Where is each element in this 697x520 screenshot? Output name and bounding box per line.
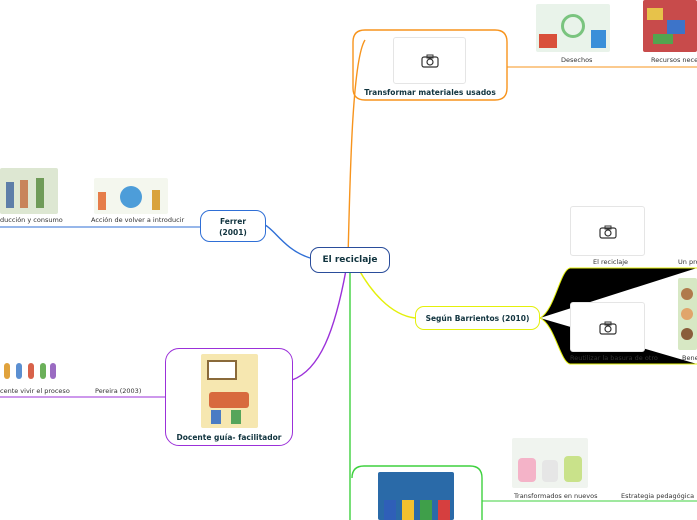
sub-reutilizar: Reutilizar la basura de otro [570, 354, 658, 362]
image-placeholder[interactable] [570, 206, 645, 256]
central-topic[interactable]: El reciclaje [310, 247, 390, 273]
sub-desechos: Desechos [561, 56, 593, 64]
central-topic-label: El reciclaje [322, 255, 378, 265]
bunny-planters-image [512, 438, 588, 488]
camera-icon [421, 54, 439, 68]
camera-icon [599, 225, 617, 239]
sub-docente-vivir: cente vivir el proceso [0, 387, 70, 395]
sub-accion: Acción de volver a introducir [91, 216, 185, 224]
sub-produccion: ducción y consumo [0, 216, 63, 224]
branch-barrientos[interactable]: Según Barrientos (2010) [415, 306, 540, 330]
sub-el-reciclaje: El reciclaje [593, 258, 629, 266]
consumption-image [0, 168, 58, 214]
earth-people-image [94, 178, 168, 214]
branch-title-transformar[interactable]: Transformar materiales usados [364, 88, 496, 97]
barrientos-title: Según Barrientos (2010) [425, 314, 530, 323]
ferrer-title-line2: (2001) [219, 228, 247, 237]
sub-un-pro: Un pro [678, 258, 697, 266]
kids-line-image [0, 359, 58, 381]
resources-image [643, 0, 697, 52]
sub-transformados: Transformados en nuevos [514, 492, 598, 500]
image-placeholder[interactable] [393, 37, 466, 84]
recycle-image [536, 4, 610, 52]
branch-docente[interactable]: Docente guía- facilitador [165, 348, 293, 446]
sub-recursos: Recursos necesa [651, 56, 697, 64]
recycling-bins-image [378, 472, 454, 520]
sub-bene: Bene [682, 354, 697, 362]
sub-pereira: Pereira (2003) [95, 387, 142, 395]
branch-ferrer[interactable]: Ferrer (2001) [200, 210, 266, 242]
sub-estrategia: Estrategia pedagógica [621, 492, 695, 500]
image-placeholder[interactable] [570, 302, 645, 352]
children-image [678, 278, 697, 350]
ferrer-title-line1: Ferrer [219, 217, 247, 226]
docente-title: Docente guía- facilitador [176, 433, 282, 442]
classroom-image [201, 354, 258, 428]
camera-icon [599, 321, 617, 335]
